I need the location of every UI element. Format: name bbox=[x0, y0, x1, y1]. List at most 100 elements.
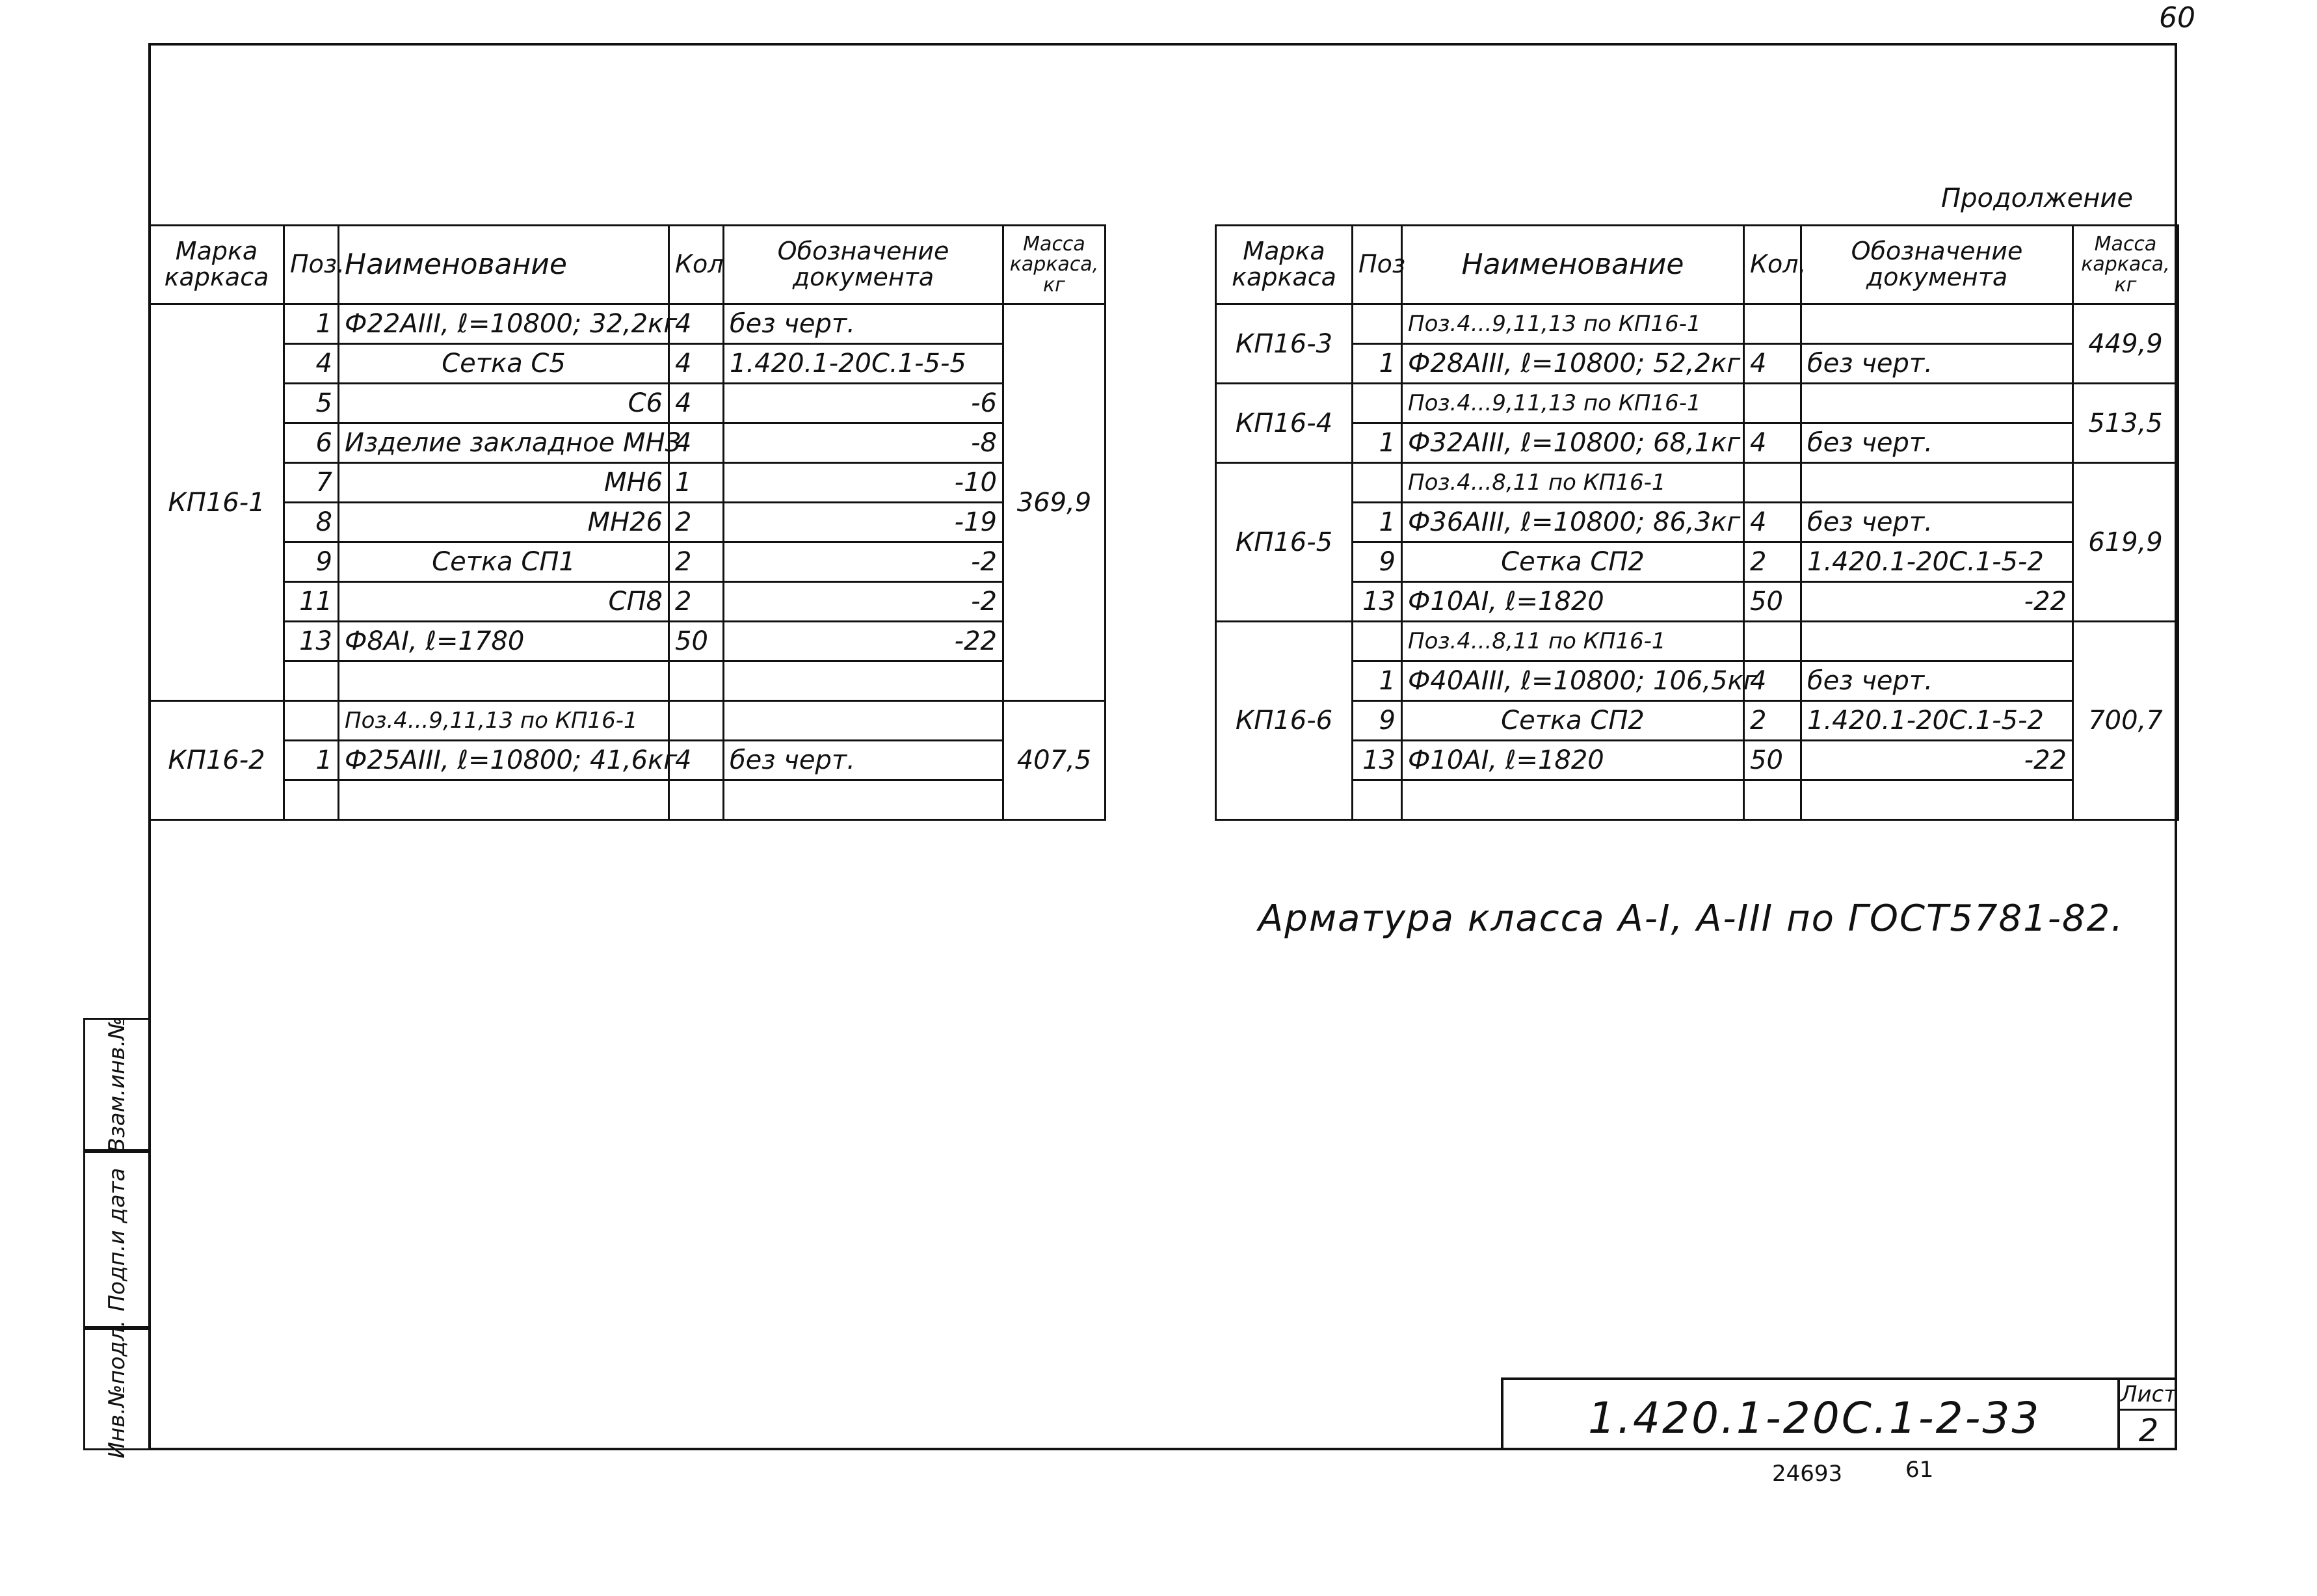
qty-cell: 2 bbox=[1743, 700, 1802, 741]
pos-cell: 1 bbox=[1351, 501, 1403, 543]
name-cell: Ф10АI, ℓ=1820 bbox=[1401, 581, 1745, 622]
pos-cell: 9 bbox=[1351, 700, 1403, 741]
doc-cell: -2 bbox=[722, 581, 1004, 622]
doc-cell: 1.420.1-20С.1-5-5 bbox=[722, 343, 1004, 384]
qty-cell bbox=[668, 660, 724, 702]
doc-cell: -22 bbox=[1800, 581, 2074, 622]
name-cell: Сетка С5 bbox=[338, 343, 670, 384]
side-stamp-replace-inv: Взам.инв.№ bbox=[83, 1016, 148, 1153]
qty-cell: 1 bbox=[668, 462, 724, 503]
mass-cell: 407,5 bbox=[1002, 700, 1106, 821]
name-cell: Ф8АI, ℓ=1780 bbox=[338, 620, 670, 662]
side-stamp-label: Инв.№подл. bbox=[103, 1320, 130, 1459]
header-name: Наименование bbox=[338, 224, 670, 305]
qty-cell: 4 bbox=[668, 303, 724, 345]
qty-cell bbox=[668, 779, 724, 821]
doc-cell: без черт. bbox=[1800, 501, 2074, 543]
qty-cell: 4 bbox=[1743, 422, 1802, 464]
qty-cell: 2 bbox=[668, 581, 724, 622]
doc-cell bbox=[722, 660, 1004, 702]
header-frame-mark: Марка каркаса bbox=[1215, 224, 1353, 305]
qty-cell: 4 bbox=[1743, 660, 1802, 702]
name-cell: Сетка СП2 bbox=[1401, 541, 1745, 583]
right-spec-table: Марка каркаса Поз Наименование Кол. Обоз… bbox=[1215, 224, 2179, 821]
qty-cell bbox=[1743, 620, 1802, 662]
pos-cell: 9 bbox=[283, 541, 339, 583]
doc-cell: -8 bbox=[722, 422, 1004, 464]
page-number: 60 bbox=[2159, 1, 2195, 34]
qty-cell bbox=[668, 700, 724, 741]
qty-cell: 4 bbox=[1743, 501, 1802, 543]
name-cell: Ф32АIII, ℓ=10800; 68,1кг bbox=[1401, 422, 1745, 464]
title-block: 1.420.1-20С.1-2-33 Лист 2 bbox=[1501, 1377, 2177, 1450]
qty-cell: 2 bbox=[668, 541, 724, 583]
pos-cell: 6 bbox=[283, 422, 339, 464]
sheet-box: Лист 2 bbox=[2117, 1380, 2177, 1450]
header-mass: Масса каркаса, кг bbox=[2072, 224, 2179, 305]
side-stamp-sign-date: Подп.и дата bbox=[83, 1151, 148, 1328]
name-cell: Поз.4...9,11,13 по КП16-1 bbox=[338, 700, 670, 741]
name-cell: Сетка СП2 bbox=[1401, 700, 1745, 741]
doc-cell bbox=[722, 779, 1004, 821]
frame-mark-cell: КП16-4 bbox=[1215, 382, 1353, 464]
qty-cell: 4 bbox=[1743, 343, 1802, 384]
name-cell: С6 bbox=[338, 382, 670, 424]
archive-page: 61 bbox=[1905, 1457, 1934, 1483]
pos-cell: 13 bbox=[1351, 739, 1403, 781]
frame-mark-cell: КП16-1 bbox=[148, 303, 285, 702]
qty-cell: 50 bbox=[668, 620, 724, 662]
pos-cell: 11 bbox=[283, 581, 339, 622]
doc-cell: -22 bbox=[722, 620, 1004, 662]
archive-number: 24693 bbox=[1772, 1461, 1843, 1487]
doc-cell bbox=[1800, 779, 2074, 821]
pos-cell bbox=[283, 660, 339, 702]
header-name: Наименование bbox=[1401, 224, 1745, 305]
table-row bbox=[1216, 779, 2178, 821]
pos-cell: 1 bbox=[283, 739, 339, 781]
mass-cell: 449,9 bbox=[2072, 303, 2179, 384]
name-cell bbox=[1401, 779, 1745, 821]
name-cell: Поз.4...8,11 по КП16-1 bbox=[1401, 620, 1745, 662]
pos-cell: 9 bbox=[1351, 541, 1403, 583]
name-cell: Сетка СП1 bbox=[338, 541, 670, 583]
qty-cell bbox=[1743, 382, 1802, 424]
mass-cell: 369,9 bbox=[1002, 303, 1106, 702]
name-cell: Ф10АI, ℓ=1820 bbox=[1401, 739, 1745, 781]
name-cell: Изделие закладное МН3 bbox=[338, 422, 682, 464]
pos-cell bbox=[1351, 382, 1403, 424]
frame-mark-cell: КП16-3 bbox=[1215, 303, 1353, 384]
qty-cell: 4 bbox=[668, 739, 724, 781]
doc-cell: -2 bbox=[722, 541, 1004, 583]
qty-cell bbox=[1743, 462, 1802, 503]
side-stamp-inv-orig: Инв.№подл. bbox=[83, 1320, 148, 1458]
doc-cell: без черт. bbox=[722, 739, 1004, 781]
name-cell: Ф25АIII, ℓ=10800; 41,6кг bbox=[338, 739, 677, 781]
header-qty: Кол. bbox=[1743, 224, 1807, 305]
continued-label: Продолжение bbox=[1941, 183, 2134, 213]
side-stamp-label: Взам.инв.№ bbox=[103, 1016, 130, 1153]
qty-cell: 50 bbox=[1743, 581, 1802, 622]
name-cell: СП8 bbox=[338, 581, 670, 622]
reinforcement-note: Арматура класса А-I, А-III по ГОСТ5781-8… bbox=[1258, 898, 2125, 940]
left-spec-table: Марка каркаса Поз. Наименование Кол Обоз… bbox=[148, 224, 1106, 821]
pos-cell: 1 bbox=[283, 303, 339, 345]
qty-cell bbox=[1743, 303, 1802, 345]
name-cell: Поз.4...9,11,13 по КП16-1 bbox=[1401, 382, 1745, 424]
table-row bbox=[150, 660, 1106, 702]
name-cell bbox=[338, 660, 670, 702]
frame-mark-cell: КП16-5 bbox=[1215, 462, 1353, 622]
